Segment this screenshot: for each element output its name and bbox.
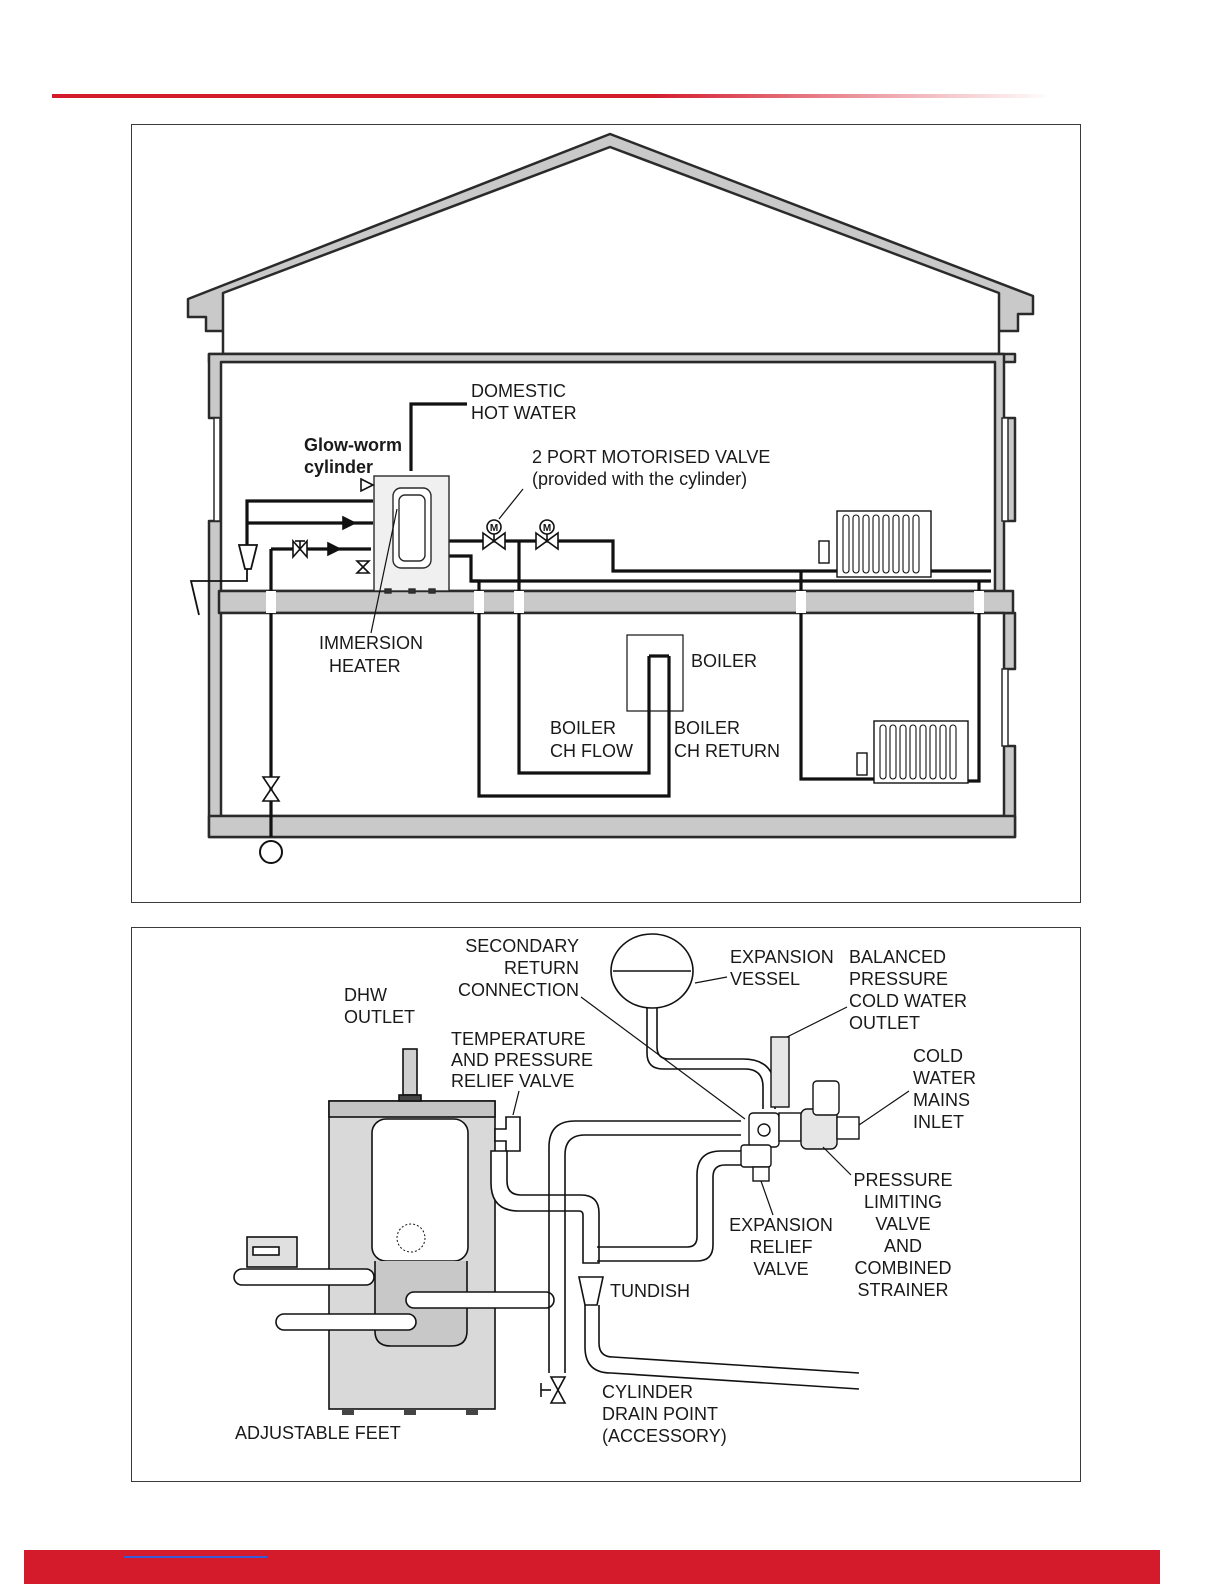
drain-valve [540,1376,567,1404]
leader-lines [370,488,524,634]
line-valves [261,477,375,802]
cylinder-unit [373,475,450,594]
label-adjustable-feet: ADJUSTABLE FEET [235,1423,401,1443]
label-balanced-pressure-outlet: BALANCED [849,947,946,967]
mains-inlet-symbol [259,840,283,864]
label-expansion-vessel: EXPANSION [730,947,834,967]
label-domestic-hot-water: DOMESTIC [471,381,566,401]
svg-text:M: M [490,523,498,534]
svg-text:MAINS: MAINS [913,1090,970,1110]
label-motorised-valve: 2 PORT MOTORISED VALVE [532,447,770,467]
svg-text:CONNECTION: CONNECTION [458,980,579,1000]
svg-text:OUTLET: OUTLET [849,1013,920,1033]
footer-bar [24,1550,1160,1584]
cylinder-body [328,1100,496,1415]
tundish [578,1276,860,1390]
header-rule [52,94,1052,98]
svg-text:AND PRESSURE: AND PRESSURE [451,1050,593,1070]
cylinder-detail-panel: SECONDARY RETURN CONNECTION EXPANSION VE… [131,927,1081,1482]
svg-text:DRAIN POINT: DRAIN POINT [602,1404,718,1424]
label-boiler: BOILER [691,651,757,671]
svg-text:PRESSURE: PRESSURE [849,969,948,989]
svg-text:INLET: INLET [913,1112,964,1132]
label-boiler-ch-flow: BOILER [550,718,616,738]
label-drain-point: CYLINDER [602,1382,693,1402]
secondary-return-pipe [548,1120,755,1373]
top-labels: DOMESTIC HOT WATER Glow-worm cylinder 2 … [304,381,780,761]
label-tundish: TUNDISH [610,1281,690,1301]
label-immersion-heater: IMMERSION [319,633,423,653]
svg-text:(ACCESSORY): (ACCESSORY) [602,1426,727,1446]
svg-text:LIMITING: LIMITING [864,1192,942,1212]
svg-text:OUTLET: OUTLET [344,1007,415,1027]
label-dhw-outlet: DHW [344,985,387,1005]
svg-text:RETURN: RETURN [504,958,579,978]
tprv-pipework [490,1116,600,1264]
label-tprv: TEMPERATURE [451,1029,586,1049]
radiator-lower [856,720,969,784]
house-system-diagram: M M DOMESTIC [186,132,1035,864]
svg-text:VALVE: VALVE [875,1214,930,1234]
svg-text:(provided with the cylinder): (provided with the cylinder) [532,469,747,489]
expansion-vessel [610,933,776,1109]
label-cylinder-name: Glow-worm [304,435,402,455]
svg-text:AND: AND [884,1236,922,1256]
radiator-upper [818,510,932,578]
svg-text:HOT WATER: HOT WATER [471,403,577,423]
svg-text:M: M [543,523,551,534]
bottom-leader-lines [512,976,910,1216]
svg-text:WATER: WATER [913,1068,976,1088]
bottom-labels: SECONDARY RETURN CONNECTION EXPANSION VE… [235,936,976,1446]
label-secondary-return: SECONDARY [465,936,579,956]
svg-text:CH FLOW: CH FLOW [550,741,633,761]
svg-text:VALVE: VALVE [753,1259,808,1279]
svg-text:COMBINED: COMBINED [854,1258,951,1278]
floor-penetrations [266,591,984,613]
boiler-unit [626,634,684,712]
svg-text:COLD WATER: COLD WATER [849,991,967,1011]
svg-text:STRAINER: STRAINER [857,1280,948,1300]
house-structure [186,132,1035,839]
tundish-small [189,544,259,616]
dhw-outlet-pipe [398,1048,422,1102]
motorised-valve-1: M [482,519,506,551]
svg-text:cylinder: cylinder [304,457,373,477]
footer-link[interactable] [124,1556,267,1558]
svg-text:RELIEF VALVE: RELIEF VALVE [451,1071,574,1091]
system-layout-panel: M M DOMESTIC [131,124,1081,903]
label-pressure-limiting-valve: PRESSURE [853,1170,952,1190]
cylinder-connection-diagram: SECONDARY RETURN CONNECTION EXPANSION VE… [233,933,976,1446]
svg-text:CH RETURN: CH RETURN [674,741,780,761]
windows [213,417,1009,747]
svg-text:HEATER: HEATER [329,656,401,676]
label-boiler-ch-return: BOILER [674,718,740,738]
side-pipes [233,1236,555,1331]
svg-text:VESSEL: VESSEL [730,969,800,989]
valve-group [740,1036,860,1182]
motorised-valve-2: M [535,519,559,551]
label-cold-water-mains-inlet: COLD [913,1046,963,1066]
label-expansion-relief-valve: EXPANSION [729,1215,833,1235]
svg-text:RELIEF: RELIEF [749,1237,812,1257]
